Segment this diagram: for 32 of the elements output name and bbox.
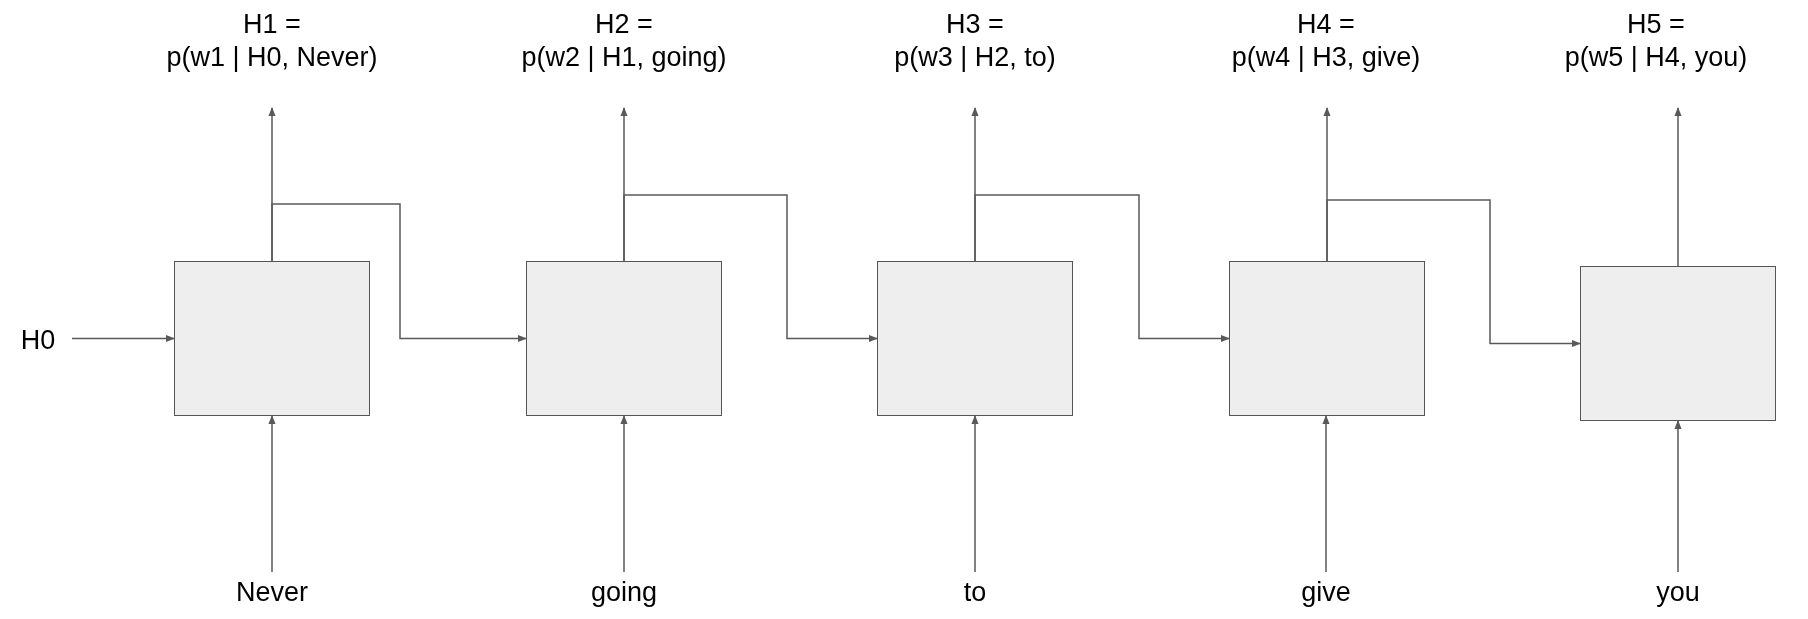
arrow [71, 334, 175, 343]
input-word: going [544, 572, 704, 612]
arrow [1326, 199, 1581, 348]
arrow [1322, 415, 1330, 573]
arrow [271, 203, 527, 343]
arrow [620, 415, 628, 573]
output-formula: p(w4 | H3, give) [1231, 41, 1421, 74]
initial-state-label: H0 [8, 320, 68, 360]
output-formula: p(w3 | H2, to) [894, 41, 1056, 74]
arrow [1674, 107, 1682, 267]
output-formula: p(w5 | H4, you) [1564, 41, 1748, 74]
input-word: to [895, 572, 1055, 612]
arrow [268, 415, 276, 573]
input-word: you [1598, 572, 1758, 612]
cell-box [877, 261, 1073, 416]
output-formula: H5 = [1627, 8, 1685, 41]
output-formula: p(w1 | H0, Never) [166, 41, 378, 74]
output-formula: p(w2 | H1, going) [521, 41, 727, 74]
arrow [971, 415, 979, 573]
cell-box [174, 261, 370, 416]
cell-box [1580, 266, 1776, 421]
arrow [623, 194, 878, 343]
output-formula: H2 = [595, 8, 653, 41]
output-formula: H3 = [946, 8, 1004, 41]
cell-box [526, 261, 722, 416]
arrow [1674, 420, 1682, 573]
arrow [974, 194, 1230, 343]
input-word: give [1246, 572, 1406, 612]
cell-box [1229, 261, 1425, 416]
input-word: Never [192, 572, 352, 612]
output-formula: H1 = [243, 8, 301, 41]
output-formula: H4 = [1297, 8, 1355, 41]
